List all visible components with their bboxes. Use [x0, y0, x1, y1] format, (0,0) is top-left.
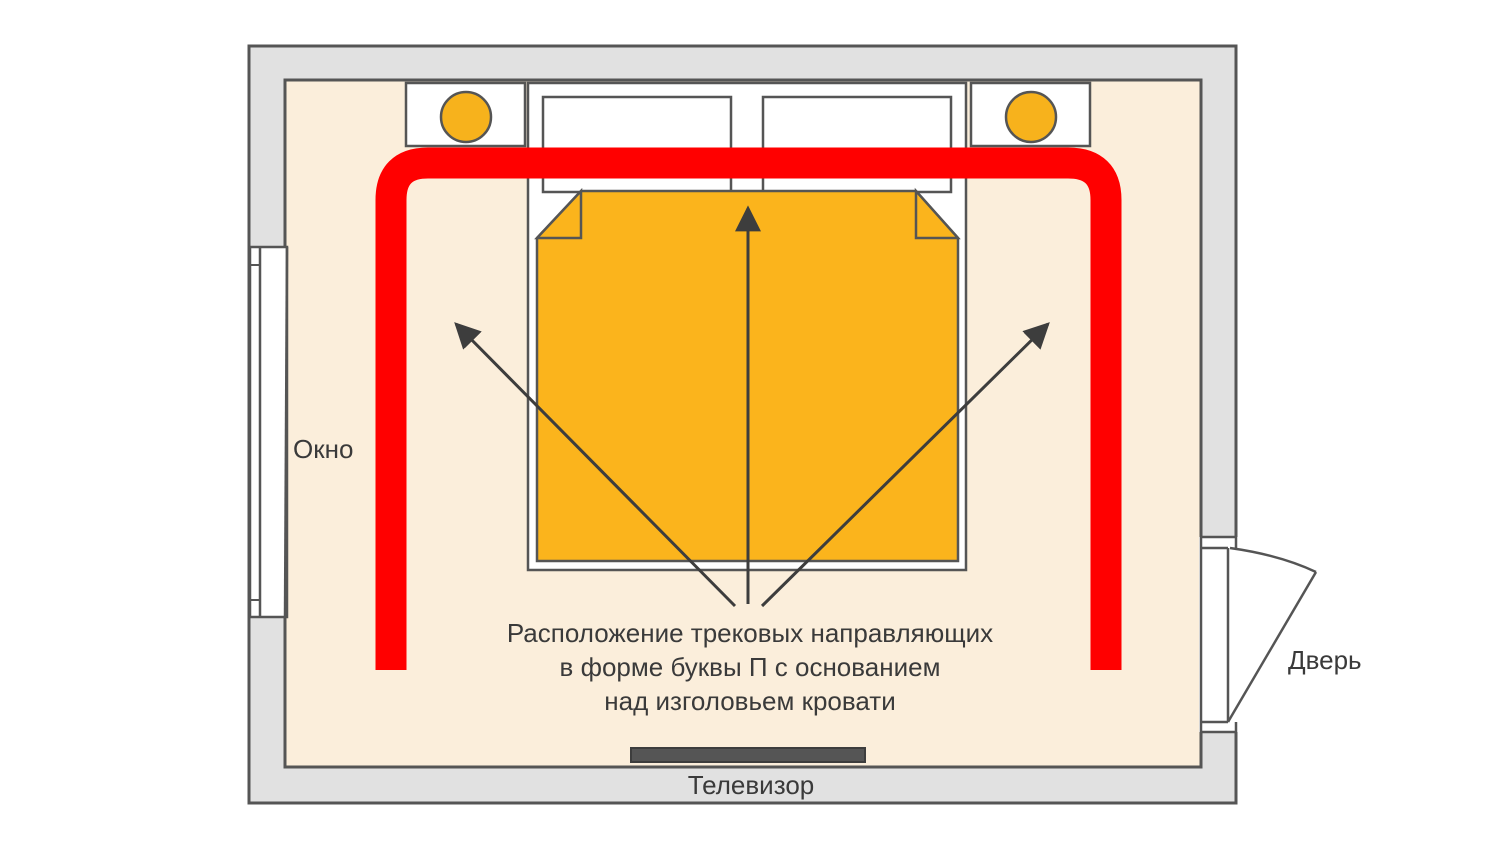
nightstand-left: [404, 81, 527, 148]
nightstand-right: [969, 81, 1092, 148]
caption-line-1: Расположение трековых направляющих: [507, 618, 993, 648]
lamp-left: [439, 90, 493, 144]
arrows: [454, 205, 1050, 608]
tv-unit: [630, 747, 866, 763]
caption-line-3: над изголовьем кровати: [604, 686, 895, 716]
door-label: Дверь: [1288, 645, 1362, 675]
door: [1199, 535, 1318, 734]
arrow-right: [760, 322, 1050, 608]
blanket-corner-left: [534, 187, 583, 240]
arrow-left: [454, 322, 737, 608]
lamp-right: [1004, 90, 1058, 144]
tv-label: Телевизор: [688, 770, 815, 800]
window: [248, 245, 289, 619]
blanket-corner-right: [914, 187, 961, 240]
caption-line-2: в форме буквы П с основанием: [560, 652, 941, 682]
track-rail: [375, 147, 1122, 670]
window-label: Окно: [293, 434, 353, 464]
